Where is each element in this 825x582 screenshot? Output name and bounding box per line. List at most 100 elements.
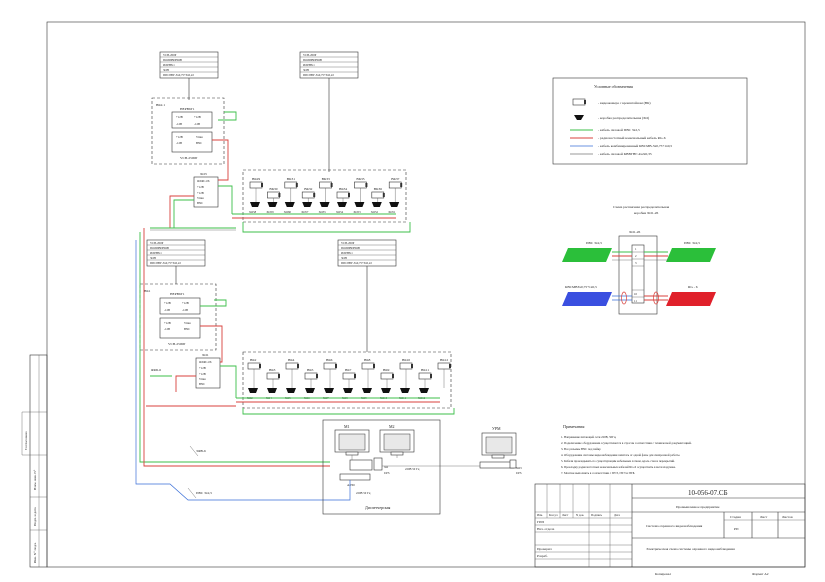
spec-box-mid-right: VCB-200P ПОЛИВИНОВ ИЛРН8.1 ЗОН ППС8ВУ-3х… <box>337 239 397 267</box>
svg-text:VCB-200P: VCB-200P <box>163 53 177 57</box>
camera-icon <box>354 181 367 189</box>
svg-text:VCB-200P: VCB-200P <box>341 241 355 245</box>
svg-text:Система охранного видеонаблюде: Система охранного видеонаблюдения <box>646 524 703 528</box>
junction-box-icon <box>286 388 296 393</box>
camera-icon <box>267 191 280 199</box>
svg-text:220В 50 Гц: 220В 50 Гц <box>356 491 371 495</box>
svg-text:BNC: BNC <box>184 327 190 331</box>
junction-box-label: ХО59 <box>266 210 274 214</box>
side-strip: Согласовано Взам. инв. N° Подп. и дата И… <box>21 354 48 568</box>
svg-text:ИЛРН8.1: ИЛРН8.1 <box>303 63 315 67</box>
svg-text:-12В: -12В <box>182 308 188 312</box>
camera-icon <box>361 362 375 370</box>
junction-box-icon <box>319 202 330 207</box>
camera-icon <box>319 181 332 189</box>
camera: ВК33 <box>319 177 333 202</box>
svg-text:НЕРВ6Г1: НЕРВ6Г1 <box>180 107 195 111</box>
svg-text:Разраб.: Разраб. <box>537 554 548 558</box>
camera-label: ВК7 <box>345 368 352 372</box>
camera: ВК2 <box>247 358 261 388</box>
svg-text:- кабель силовой КВВГНГ-4х2х0,: - кабель силовой КВВГНГ-4х2х0,35 <box>598 152 652 157</box>
dispatch-room: М1 М2 APM ХО UPS 220В 50 Гц 220В 50 Гц Д… <box>322 419 441 515</box>
junction-box-label: ХО60 <box>284 210 292 214</box>
junction-box-label: ХО54 <box>336 210 344 214</box>
svg-text:ППС8ВУ-3х0,75+3х0,22: ППС8ВУ-3х0,75+3х0,22 <box>150 261 181 266</box>
svg-text:Лист: Лист <box>562 513 569 517</box>
camera: ВК31 <box>284 177 298 202</box>
svg-text:ППС8ВУ-3х0,75+3х0,22: ППС8ВУ-3х0,75+3х0,22 <box>163 73 194 78</box>
svg-text:коробки ХО1-26: коробки ХО1-26 <box>634 211 659 215</box>
svg-text:ВК2.1: ВК2.1 <box>156 103 165 107</box>
svg-text:ЗОН: ЗОН <box>150 256 157 260</box>
camera-icon <box>342 372 356 380</box>
junction-box-icon <box>250 202 260 207</box>
svg-text:Кол.уч: Кол.уч <box>549 513 558 517</box>
svg-text:ИЛРН8.1: ИЛРН8.1 <box>163 63 175 67</box>
remote-workplace: УРМ ХО3 UPS <box>440 426 522 475</box>
svg-text:Подпись: Подпись <box>591 513 603 517</box>
svg-text:+12В: +12В <box>194 115 201 119</box>
svg-text:РП: РП <box>734 527 739 531</box>
side-label-replace: Взам. инв. N° <box>33 469 37 490</box>
svg-text:ХО3: ХО3 <box>516 466 522 470</box>
camera-icon <box>247 362 261 370</box>
camera: ВК12 <box>437 358 451 388</box>
notes-title: Примечания: <box>563 424 585 429</box>
camera-row-1: ВК29ВК30ВК31ВК32ВК33ВК34ВК35ВК36ВК37ХО58… <box>249 177 403 214</box>
svg-text:ХО1: ХО1 <box>202 353 209 357</box>
svg-text:+12В: +12В <box>199 366 206 370</box>
legend: Условные обозначения - видеокамера с кро… <box>552 77 748 165</box>
junction-box-icon <box>302 202 313 207</box>
svg-text:N док.: N док. <box>576 513 584 517</box>
camera-label: ВК2 <box>250 358 257 362</box>
svg-text:+12В: +12В <box>197 191 204 195</box>
junction-box-label: ХО58 <box>249 210 257 214</box>
svg-text:ППС8ВУ-3х0,75+3х0,22: ППС8ВУ-3х0,75+3х0,22 <box>303 73 334 78</box>
drawing-code: 10-056-07.СБ <box>688 489 728 497</box>
svg-text:ИЛРН8.1: ИЛРН8.1 <box>341 251 353 255</box>
camera: ВК9 <box>380 368 394 388</box>
svg-text:BNC: BNC <box>196 141 202 145</box>
camera-icon <box>437 362 451 370</box>
svg-text:ПОЛИВИНОВ: ПОЛИВИНОВ <box>163 58 182 62</box>
svg-text:Промышленное предприятие: Промышленное предприятие <box>676 505 720 509</box>
svg-text:ПОЛИВИНОВ: ПОЛИВИНОВ <box>303 58 322 62</box>
svg-text:+12В: +12В <box>197 185 204 189</box>
svg-text:1. Напряжение питающей сети 22: 1. Напряжение питающей сети 220В, 50Гц. <box>561 435 616 440</box>
svg-text:-12В: -12В <box>176 141 182 145</box>
svg-text:ХО3: ХО3 <box>200 172 207 176</box>
svg-text:Стадия: Стадия <box>730 515 741 519</box>
svg-text:Лист: Лист <box>760 515 768 519</box>
svg-text:М2: М2 <box>389 424 395 429</box>
svg-text:Формат А2: Формат А2 <box>752 572 769 576</box>
camera-icon <box>285 362 299 370</box>
junction-box-label: ХО53 <box>353 210 361 214</box>
svg-text:ЗОН: ЗОН <box>303 68 310 72</box>
svg-text:Листов: Листов <box>782 515 793 519</box>
camera-icon <box>266 372 280 380</box>
spec-box-top-left: VCB-200P ПОЛИВИНОВ ИЛРН8.1 ЗОН ППС8ВУ-3х… <box>159 51 219 79</box>
svg-text:+12В: +12В <box>199 372 206 376</box>
sheet-frame <box>46 21 806 568</box>
junction-box: ХО57 <box>301 202 313 214</box>
svg-text:VCB-200P: VCB-200P <box>303 53 317 57</box>
junction-box-icon <box>362 388 372 393</box>
svg-text:ПВС 3х2,5: ПВС 3х2,5 <box>586 241 602 246</box>
junction-box-1: ХО3 ЯЛФС-06 +12В +12В Video BNC <box>193 172 219 208</box>
cable-label-a: ЗФВ-6 <box>196 449 206 453</box>
svg-text:ППС8ВУ-3х0,75+3х0,22: ППС8ВУ-3х0,75+3х0,22 <box>341 261 372 266</box>
svg-text:КВСМВ3х0,75+1х0,5: КВСМВ3х0,75+1х0,5 <box>565 285 597 290</box>
cable-label-b: ПВС 3х2,5 <box>196 491 212 496</box>
svg-text:Проверил: Проверил <box>537 547 552 551</box>
svg-text:ЯЛФС-06: ЯЛФС-06 <box>199 360 212 364</box>
camera: ВК6 <box>323 358 337 388</box>
camera-label: ВК35 <box>356 177 364 181</box>
junction-box: ХО58 <box>249 202 260 214</box>
camera-icon <box>399 362 413 370</box>
camera: ВК34 <box>336 187 350 202</box>
svg-text:ПОЛИВИНОВ: ПОЛИВИНОВ <box>150 246 169 250</box>
junction-box-icon <box>419 388 429 393</box>
camera-label: ВК33 <box>322 177 330 181</box>
svg-text:Схема распаячная распределител: Схема распаячная распределительная <box>613 205 670 209</box>
